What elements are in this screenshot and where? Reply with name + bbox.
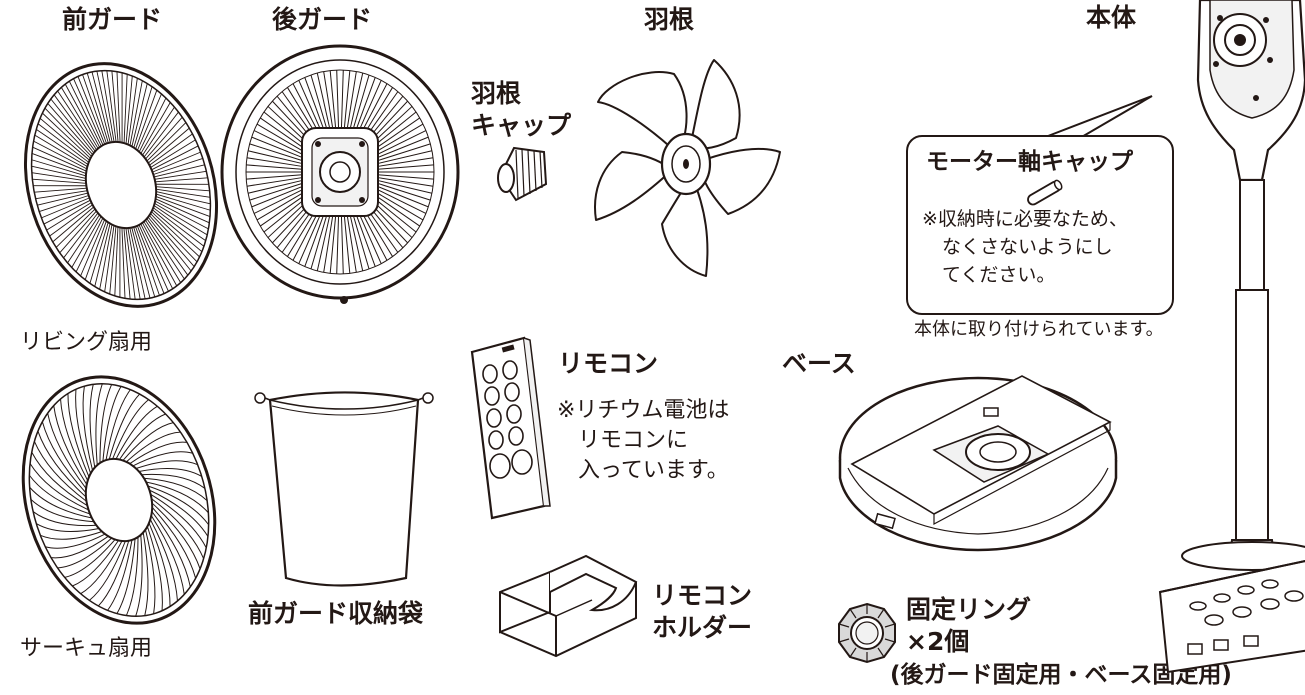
- ring-label-line2: ×2個: [906, 627, 970, 656]
- battery-note-line3: 入っています。: [578, 458, 729, 483]
- rear-guard-icon: [220, 44, 460, 304]
- remote-holder-label-line1: リモコン: [652, 581, 753, 610]
- base-icon: [838, 375, 1118, 552]
- guard-bag-icon: [254, 391, 434, 587]
- remote-label: リモコン: [558, 349, 659, 378]
- motor-cap-label: モーター軸キャップ: [926, 149, 1133, 175]
- motor-cap-icon: [1027, 179, 1063, 206]
- body-label: 本体: [1086, 3, 1137, 32]
- living-fan-label: リビング扇用: [20, 330, 153, 355]
- guard-bag-label: 前ガード収納袋: [248, 599, 424, 628]
- blade-icon: [594, 59, 781, 277]
- motor-note-line3: てください。: [942, 264, 1056, 286]
- motor-note-line1: ※収納時に必要なため、: [922, 208, 1128, 230]
- blade-label: 羽根: [644, 5, 695, 34]
- remote-holder-icon: [499, 554, 638, 658]
- front-guard-circulator-icon: [21, 375, 217, 625]
- blade-cap-label-line1: 羽根: [471, 79, 522, 108]
- fixing-ring-icon: [838, 602, 896, 664]
- motor-note-line2: なくさないようにし: [942, 236, 1113, 258]
- rear-guard-label: 後ガード: [272, 5, 373, 34]
- ring-label-line1: 固定リング: [906, 595, 1032, 624]
- base-label: ベース: [782, 349, 856, 378]
- blade-cap-label-line2: キャップ: [471, 111, 572, 140]
- blade-cap-icon: [497, 146, 548, 202]
- fan-body-icon: [1158, 0, 1305, 674]
- motor-cap-callout: モーター軸キャップ ※収納時に必要なため、 なくさないようにし てください。: [906, 135, 1174, 315]
- battery-note-line1: ※リチウム電池は: [557, 398, 730, 423]
- remote-holder-label-line2: ホルダー: [652, 613, 753, 642]
- front-guard-living-icon: [23, 62, 219, 308]
- remote-control-icon: [470, 336, 551, 520]
- front-guard-label: 前ガード: [62, 5, 163, 34]
- circulator-fan-label: サーキュ扇用: [20, 636, 153, 661]
- battery-note-line2: リモコンに: [578, 428, 689, 453]
- attached-note: 本体に取り付けられています。: [914, 319, 1164, 340]
